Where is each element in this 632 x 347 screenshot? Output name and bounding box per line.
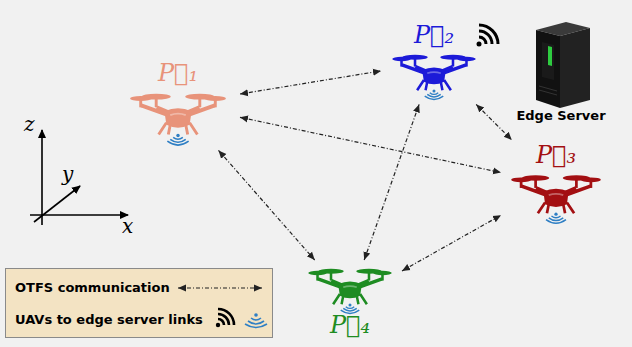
drone-icon (386, 48, 482, 102)
position-label: P⃗₄ (300, 312, 400, 338)
otfs-link (476, 104, 512, 140)
legend-text: UAVs to edge server links (15, 312, 203, 327)
uav-node: P⃗₁ (118, 60, 238, 148)
otfs-link (402, 215, 501, 271)
axis-label: x (122, 214, 133, 238)
otfs-link (240, 71, 381, 94)
axes (30, 130, 128, 225)
server-icon (508, 20, 608, 108)
drone-icon (121, 86, 235, 148)
legend-box: OTFS communicationUAVs to edge server li… (5, 268, 273, 338)
position-label: P⃗₃ (503, 142, 609, 168)
axis-label: y (62, 162, 73, 186)
legend-text: OTFS communication (15, 280, 170, 295)
drone-icon (506, 168, 606, 226)
otfs-link (364, 104, 419, 260)
uav-node: P⃗₄ (300, 262, 400, 338)
axis-label: z (24, 112, 35, 136)
otfs-link (219, 150, 315, 260)
uav-node: P⃗₃ (503, 142, 609, 226)
position-label: P⃗₁ (118, 60, 238, 86)
legend-samples (6, 269, 274, 339)
otfs-link (240, 117, 501, 172)
edge-server: Edge Server (508, 20, 614, 123)
drone-icon (303, 262, 397, 316)
position-label: P⃗₂ (383, 22, 485, 48)
uav-node: P⃗₂ (383, 22, 485, 102)
server-name: Edge Server (508, 108, 614, 123)
wifi-icon (477, 25, 499, 47)
